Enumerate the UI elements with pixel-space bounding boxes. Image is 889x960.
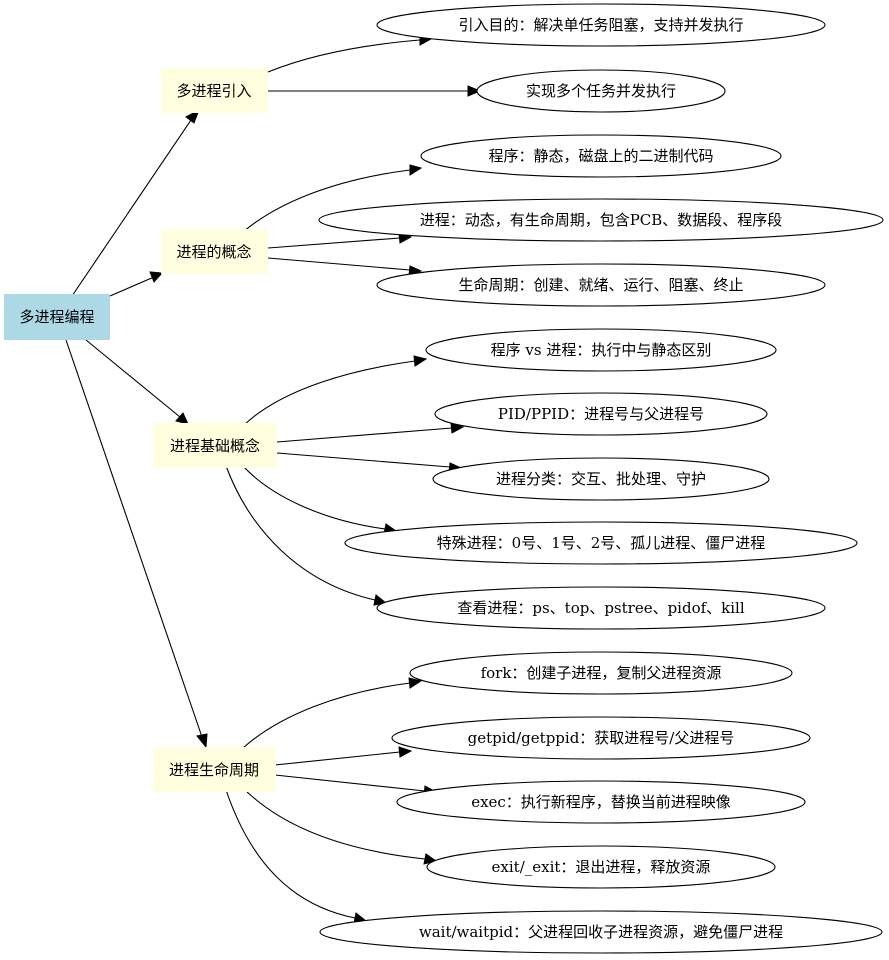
edge-root-branch-0 — [71, 119, 192, 297]
edge-branch-0-leaf-0 — [267, 39, 421, 73]
branch-node-2: 进程基础概念 — [153, 423, 277, 468]
branch-node-1-label: 进程的概念 — [176, 243, 251, 261]
branch-node-0: 多进程引入 — [161, 68, 268, 113]
leaf-node-2-1: PID/PPID：进程号与父进程号 — [434, 392, 768, 436]
branch-node-3-box — [153, 747, 276, 792]
leaf-node-2-0-shape — [425, 328, 777, 372]
leaf-node-3-3-label: exit/_exit：退出进程，释放资源 — [492, 858, 711, 876]
leaf-node-3-4: wait/waitpid：父进程回收子进程资源，避免僵尸进程 — [319, 910, 883, 954]
leaf-node-3-2-shape — [396, 780, 806, 824]
edge-branch-2-leaf-0 — [242, 360, 416, 427]
branch-node-0-label: 多进程引入 — [176, 82, 251, 100]
edge-root-branch-0-arrow — [185, 108, 200, 124]
edge-branch-3-leaf-3 — [242, 787, 426, 860]
leaf-node-2-4-label: 查看进程：ps、top、pstree、pidof、kill — [457, 599, 744, 617]
branch-node-2-box — [153, 423, 277, 468]
branch-node-2-label: 进程基础概念 — [170, 437, 260, 455]
leaf-node-1-2-shape — [376, 263, 826, 307]
leaf-node-3-2: exec：执行新程序，替换当前进程映像 — [396, 780, 806, 824]
leaf-node-1-2: 生命周期：创建、就绪、运行、阻塞、终止 — [376, 263, 826, 307]
edge-branch-2-leaf-4 — [225, 465, 376, 601]
leaf-node-2-2-shape — [432, 457, 770, 501]
leaf-node-1-1-label: 进程：动态，有生命周期，包含PCB、数据段、程序段 — [420, 211, 783, 229]
leaf-node-2-0-label: 程序 vs 进程：执行中与静态区别 — [491, 341, 712, 359]
edge-branch-2-leaf-0-arrow — [413, 355, 428, 367]
root-node-box — [4, 294, 110, 340]
leaf-node-3-2-label: exec：执行新程序，替换当前进程映像 — [471, 793, 731, 811]
leaf-node-1-0-shape — [420, 134, 782, 178]
leaf-node-3-4-label: wait/waitpid：父进程回收子进程资源，避免僵尸进程 — [419, 923, 783, 941]
edge-branch-1-leaf-0 — [242, 169, 411, 233]
edge-branch-1-leaf-1 — [267, 237, 401, 249]
leaf-node-2-1-label: PID/PPID：进程号与父进程号 — [498, 405, 704, 423]
edge-branch-3-leaf-4 — [225, 789, 356, 919]
edge-branch-3-leaf-1-arrow — [398, 746, 413, 758]
edge-branch-2-leaf-3 — [242, 465, 386, 530]
edge-root-branch-2-arrow — [175, 412, 189, 425]
leaf-node-1-1-shape — [318, 198, 884, 242]
leaf-node-2-3-shape — [344, 521, 858, 565]
edge-root-branch-1-arrow — [149, 271, 164, 283]
edge-root-branch-1 — [109, 276, 155, 297]
leaf-node-2-1-shape — [434, 392, 768, 436]
leaf-node-3-1-label: getpid/getppid：获取进程号/父进程号 — [468, 729, 735, 747]
edge-branch-1-leaf-2 — [267, 257, 411, 271]
leaf-node-2-2: 进程分类：交互、批处理、守护 — [432, 457, 770, 501]
leaf-node-0-0-label: 引入目的：解决单任务阻塞，支持并发执行 — [458, 16, 743, 34]
branch-node-3: 进程生命周期 — [153, 747, 276, 792]
leaf-node-3-1: getpid/getppid：获取进程号/父进程号 — [391, 716, 811, 760]
branch-node-1-box — [161, 229, 268, 274]
branch-node-1: 进程的概念 — [161, 229, 268, 274]
leaf-node-2-4: 查看进程：ps、top、pstree、pidof、kill — [376, 586, 826, 630]
leaf-node-3-0-shape — [409, 651, 793, 695]
leaf-node-3-3: exit/_exit：退出进程，释放资源 — [426, 845, 776, 889]
leaf-node-2-2-label: 进程分类：交互、批处理、守护 — [496, 470, 706, 488]
leaf-node-0-0-shape — [376, 3, 826, 47]
leaf-node-1-1: 进程：动态，有生命周期，包含PCB、数据段、程序段 — [318, 198, 884, 242]
edge-branch-1-leaf-0-arrow — [409, 164, 423, 176]
root-node-label: 多进程编程 — [19, 308, 94, 326]
leaf-node-3-1-shape — [391, 716, 811, 760]
leaf-node-3-0: fork：创建子进程，复制父进程资源 — [409, 651, 793, 695]
leaf-node-3-4-shape — [319, 910, 883, 954]
root-node: 多进程编程 — [4, 294, 110, 340]
leaf-node-0-1: 实现多个任务并发执行 — [476, 69, 726, 113]
branch-node-0-box — [161, 68, 268, 113]
edge-branch-3-leaf-1 — [274, 751, 401, 766]
edge-root-branch-2 — [85, 339, 181, 418]
branch-node-3-label: 进程生命周期 — [169, 761, 259, 779]
leaf-node-2-0: 程序 vs 进程：执行中与静态区别 — [425, 328, 777, 372]
edge-branch-2-leaf-1 — [276, 427, 453, 443]
leaf-node-3-0-label: fork：创建子进程，复制父进程资源 — [481, 664, 722, 682]
leaf-node-0-1-label: 实现多个任务并发执行 — [526, 82, 676, 100]
leaf-node-3-3-shape — [426, 845, 776, 889]
edge-branch-0-leaf-1-arrow — [467, 85, 482, 97]
edge-branch-2-leaf-2 — [276, 452, 451, 468]
edge-branch-3-leaf-0-arrow — [408, 677, 423, 689]
edge-branch-3-leaf-2 — [274, 774, 426, 792]
leaf-node-2-3-label: 特殊进程：0号、1号、2号、孤儿进程、僵尸进程 — [437, 534, 766, 552]
leaf-node-1-0-label: 程序：静态，磁盘上的二进制代码 — [488, 147, 713, 165]
leaf-node-1-2-label: 生命周期：创建、就绪、运行、阻塞、终止 — [458, 276, 743, 294]
leaf-node-2-4-shape — [376, 586, 826, 630]
leaf-node-2-3: 特殊进程：0号、1号、2号、孤儿进程、僵尸进程 — [344, 521, 858, 565]
leaf-node-0-0: 引入目的：解决单任务阻塞，支持并发执行 — [376, 3, 826, 47]
leaf-node-0-1-shape — [476, 69, 726, 113]
edge-root-branch-3-arrow — [196, 733, 208, 749]
edge-branch-3-leaf-0 — [242, 682, 411, 749]
leaf-node-1-0: 程序：静态，磁盘上的二进制代码 — [420, 134, 782, 178]
edge-root-branch-3 — [65, 339, 203, 738]
